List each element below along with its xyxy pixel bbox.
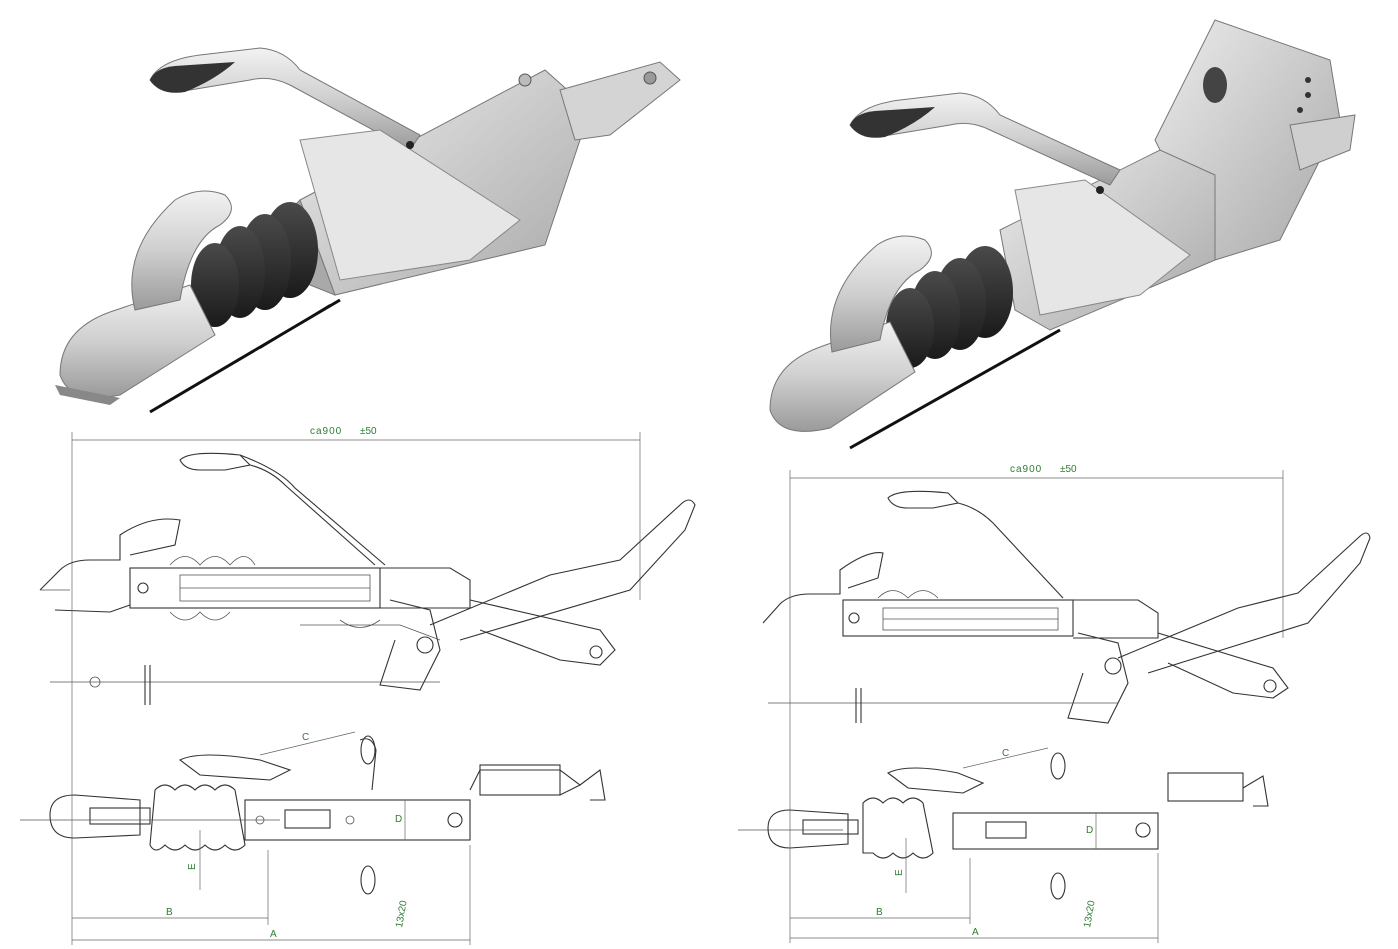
overall-dimension-label: ca900	[1010, 464, 1042, 475]
overall-tolerance-label: ±50	[360, 426, 377, 437]
dim-c-label: C	[302, 732, 309, 743]
render-coupling-with-bracket	[769, 19, 1356, 450]
overall-tolerance-label: ±50	[1060, 464, 1077, 475]
dim-a-label: A	[972, 927, 979, 938]
dim-d-label: D	[1086, 825, 1093, 836]
technical-drawing-right: ca900 ±50 C E D	[738, 464, 1371, 943]
dim-a-label: A	[270, 929, 277, 940]
render-coupling-standard	[55, 47, 681, 414]
dim-e-label: E	[894, 869, 905, 876]
hole-size-label: 13x20	[1082, 899, 1098, 928]
dim-b-label: B	[876, 907, 883, 918]
technical-drawing-left: ca900 ±50	[20, 426, 696, 945]
dim-c-label: C	[1002, 748, 1009, 759]
dim-e-label: E	[187, 863, 198, 870]
overall-dimension-label: ca900	[310, 426, 342, 437]
dim-d-label: D	[395, 814, 402, 825]
dim-b-label: B	[166, 907, 173, 918]
hole-size-label: 13x20	[394, 899, 410, 928]
rubber-bellow-left-render	[191, 202, 318, 327]
